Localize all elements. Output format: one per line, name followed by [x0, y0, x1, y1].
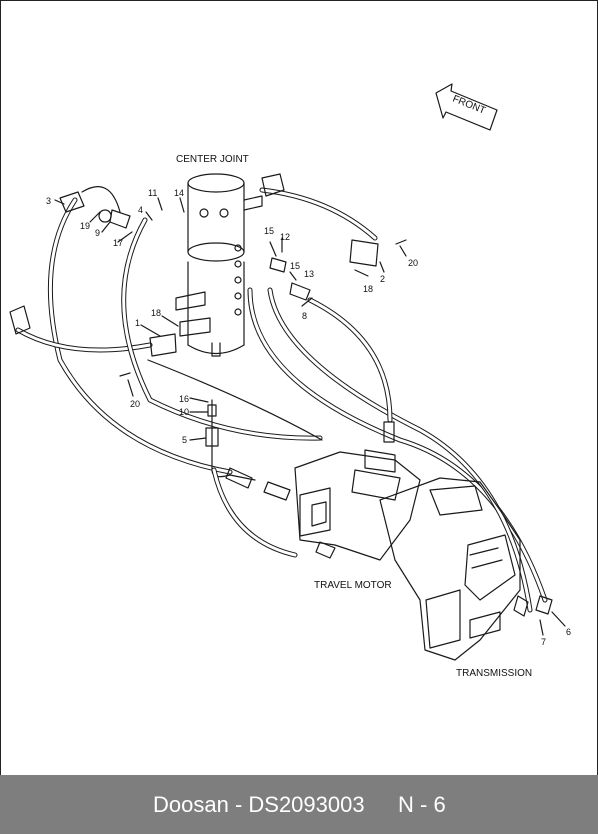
front-arrow-label: FRONT [451, 94, 487, 117]
callout-7: 7 [541, 637, 546, 647]
center-joint [175, 173, 263, 357]
callout-5: 5 [182, 435, 187, 445]
front-arrow [435, 83, 498, 131]
footer-bar: Doosan - DS2093003 N - 6 [0, 775, 598, 834]
transmission-caption: TRANSMISSION [456, 668, 532, 679]
callout-1: 1 [135, 318, 140, 328]
footer-page-number: N - 6 [398, 792, 446, 817]
callout-19: 19 [80, 221, 90, 231]
footer-brand: Doosan - DS2093003 [153, 792, 365, 817]
callout-labels: 1 2 3 4 5 6 7 8 9 10 11 12 13 14 15 15 1… [46, 188, 571, 647]
callout-20-left: 20 [130, 399, 140, 409]
callout-2: 2 [380, 274, 385, 284]
callout-6: 6 [566, 627, 571, 637]
center-joint-caption: CENTER JOINT [176, 154, 249, 165]
hydraulic-hose-diagram: CENTER JOINT TRAVEL MOTOR TRANSMISSION F… [9, 83, 571, 679]
travel-motor [263, 449, 421, 561]
callout-12: 12 [280, 232, 290, 242]
callout-15-lower: 15 [290, 261, 300, 271]
callout-17: 17 [113, 238, 123, 248]
callout-18-right: 18 [363, 284, 373, 294]
callout-8: 8 [302, 311, 307, 321]
callout-13: 13 [304, 269, 314, 279]
travel-motor-caption: TRAVEL MOTOR [314, 580, 392, 591]
callout-3: 3 [46, 196, 51, 206]
callout-9: 9 [95, 228, 100, 238]
callout-15-upper: 15 [264, 226, 274, 236]
transmission [379, 477, 553, 661]
callout-20-right: 20 [408, 258, 418, 268]
callout-11: 11 [148, 188, 157, 198]
callout-14: 14 [174, 188, 184, 198]
callout-18-left: 18 [151, 308, 161, 318]
callout-4: 4 [138, 205, 143, 215]
callout-10: 10 [179, 407, 189, 417]
callout-16: 16 [179, 394, 189, 404]
